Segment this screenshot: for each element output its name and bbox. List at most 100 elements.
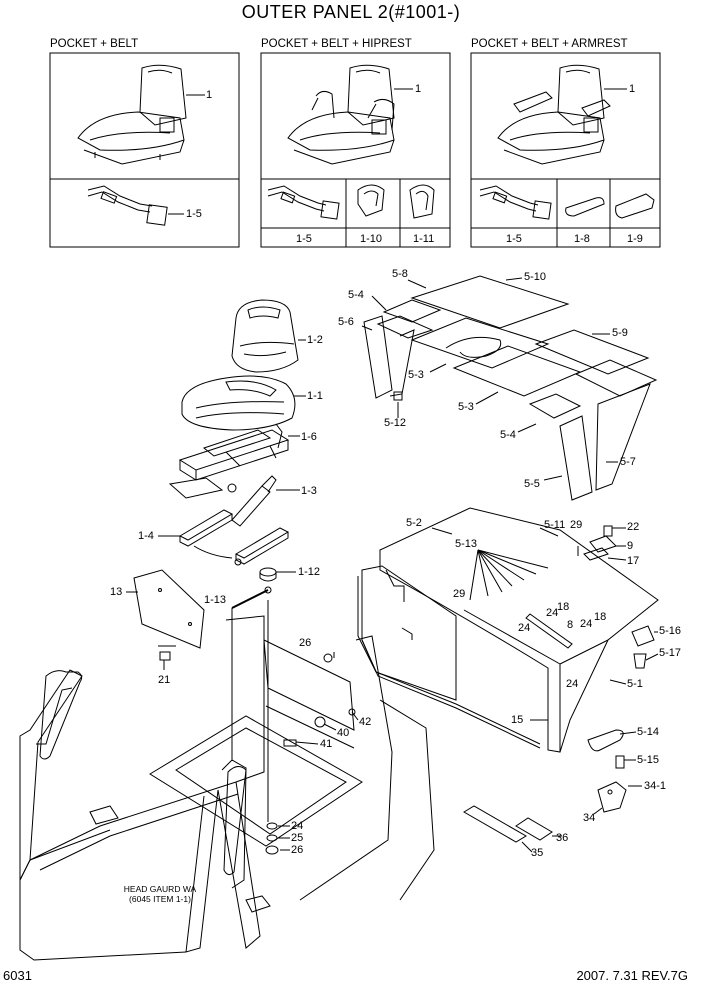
variant-heading-1: POCKET + BELT [50, 38, 139, 50]
callout-24-d: 24 [566, 678, 579, 690]
callout-29-left: 29 [453, 588, 466, 600]
variant-box-2 [260, 52, 451, 248]
callout-hiprest-right: 1-11 [413, 233, 435, 245]
callout-1-4: 1-4 [138, 530, 154, 542]
plug-41 [283, 739, 297, 747]
latch-34 [597, 781, 627, 813]
bracket-17 [583, 547, 609, 561]
callout-41: 41 [320, 738, 333, 750]
bolt-5-15 [615, 755, 625, 769]
callout-24-c: 24 [580, 618, 593, 630]
cable-1-13 [231, 586, 272, 609]
bolt-22 [603, 525, 613, 537]
callout-5-3-left: 5-3 [408, 369, 424, 381]
callout-21: 21 [158, 674, 171, 686]
callout-5-12: 5-12 [384, 417, 407, 429]
callout-5-15: 5-15 [637, 754, 660, 766]
callout-18-right: 18 [594, 611, 607, 623]
belt-part-1 [87, 185, 184, 226]
washers-24-25-26 [265, 822, 279, 855]
callout-22: 22 [627, 521, 640, 533]
roof-panel-5-4 [376, 315, 582, 419]
callout-belt-2: 1-5 [296, 233, 312, 245]
callout-1-12: 1-12 [298, 566, 321, 578]
bolt-21 [158, 645, 176, 670]
roof-panel-5-9 [534, 329, 658, 397]
callout-24-b: 24 [518, 622, 531, 634]
callout-5-16: 5-16 [659, 625, 682, 637]
gas-spring-1-3 [231, 475, 277, 527]
callout-1-3: 1-3 [301, 485, 317, 497]
clip-5-12 [393, 391, 403, 401]
callout-5-2: 5-2 [406, 517, 422, 529]
head-guard-note: HEAD GAURD WA (6045 ITEM 1-1) [104, 884, 216, 904]
backrest-1-2 [231, 299, 299, 373]
callout-armrest-right: 1-9 [627, 233, 643, 245]
callout-25: 25 [291, 832, 304, 844]
callout-5-5: 5-5 [524, 478, 540, 490]
callout-5-11: 5-11 [544, 519, 566, 531]
callout-29-top: 29 [570, 519, 583, 531]
callout-40: 40 [337, 727, 350, 739]
handle-5-14 [587, 729, 624, 752]
callout-8: 8 [567, 619, 574, 631]
roof-panel-5-8 [382, 299, 442, 323]
callout-5-4-top: 5-4 [348, 289, 364, 301]
page-number: 6031 [3, 968, 32, 983]
callout-5-1: 5-1 [627, 678, 643, 690]
seat-frame-1-6 [168, 423, 290, 499]
callout-5-7: 5-7 [620, 456, 636, 468]
callout-5-8: 5-8 [392, 268, 408, 280]
bushing-1-12 [259, 567, 277, 582]
callout-18-left: 18 [557, 601, 570, 613]
callout-13: 13 [110, 586, 123, 598]
callout-5-9: 5-9 [612, 327, 628, 339]
outer-panel-5-1 [379, 507, 659, 753]
callout-1-6: 1-6 [301, 431, 317, 443]
belt-part-2 [267, 184, 435, 220]
rear-cover-13 [133, 569, 205, 649]
callout-5-6: 5-6 [338, 316, 354, 328]
variant-heading-2: POCKET + BELT + HIPREST [261, 38, 412, 50]
callout-armrest-left: 1-8 [574, 233, 590, 245]
callout-34: 34 [583, 812, 596, 824]
head-guard-frame [19, 615, 435, 961]
seat-thumbnail-2 [287, 64, 395, 165]
strip-35 [463, 805, 527, 843]
belt-part-3 [479, 185, 655, 220]
callout-5-4-bottom: 5-4 [500, 429, 516, 441]
side-panel-5-5 [559, 415, 593, 501]
plug-40 [314, 716, 326, 728]
pad-5-16 [631, 625, 655, 647]
callout-seat-3: 1 [629, 83, 636, 95]
callout-26-top: 26 [299, 637, 312, 649]
callout-5-13: 5-13 [455, 538, 478, 550]
grommet-26 [323, 653, 333, 663]
revision-label: 2007. 7.31 REV.7G [576, 968, 688, 983]
plug-42 [348, 708, 356, 716]
callout-5-3-right: 5-3 [458, 401, 474, 413]
callout-1-13: 1-13 [204, 594, 227, 606]
variant-box-3 [470, 52, 661, 248]
callout-belt-1: 1-5 [186, 208, 202, 220]
roof-panel-5-3 [410, 317, 582, 397]
gas-strut-8 [525, 613, 573, 649]
callout-5-10: 5-10 [524, 271, 547, 283]
callout-5-17: 5-17 [659, 647, 682, 659]
seal-strip-15 [357, 572, 541, 749]
callout-17: 17 [627, 555, 640, 567]
side-panel-5-6 [363, 315, 415, 399]
callout-34-1: 34-1 [644, 780, 667, 792]
callout-36: 36 [556, 832, 569, 844]
callout-24-a: 24 [546, 607, 559, 619]
variant-box-1 [49, 52, 240, 248]
callout-belt-3: 1-5 [506, 233, 522, 245]
callout-1-2: 1-2 [307, 334, 323, 346]
callout-35: 35 [531, 847, 544, 859]
callout-9: 9 [627, 540, 634, 552]
callout-5-14: 5-14 [637, 726, 660, 738]
callout-24-frame: 24 [291, 820, 304, 832]
callout-hiprest-left: 1-10 [360, 233, 383, 245]
bolt-5-17 [633, 653, 647, 669]
